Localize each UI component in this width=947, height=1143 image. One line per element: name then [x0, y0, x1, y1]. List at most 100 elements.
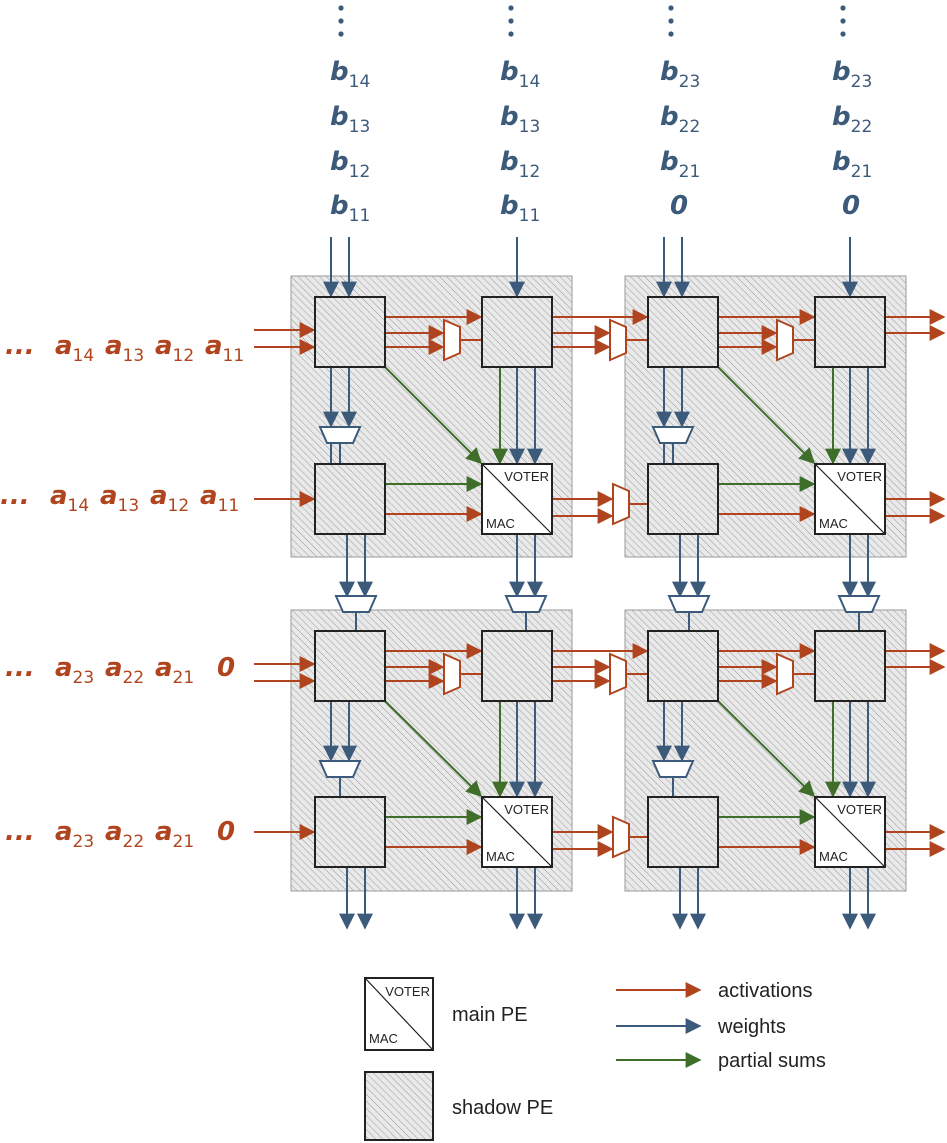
weight-tile-mux-3: [837, 595, 881, 613]
main-pe-3-3: VOTER MAC: [814, 796, 886, 868]
partial-sum-wires: [384, 366, 841, 825]
activation-label: 0: [217, 653, 235, 683]
weight-label: b14: [330, 57, 370, 92]
weight-label: 0: [670, 191, 688, 221]
top-weight-inputs: b14b13b12b11b14b13b12b11b23b22b210b23b22…: [330, 5, 872, 226]
weight-input-column-2: b23 b22 b21 0: [660, 5, 700, 221]
weight-mux-0-2: [318, 760, 362, 778]
shadow-pe-2-3: [814, 630, 886, 702]
act-mux-0-2: [776, 318, 794, 362]
legend-partial-sums-label: partial sums: [718, 1050, 826, 1072]
ps-diag-0-2: [717, 366, 816, 465]
legend-weights-label: weights: [717, 1016, 786, 1038]
ellipsis-dot: [508, 31, 514, 37]
activation-label: a14: [50, 481, 89, 516]
shadow-pe-0-0: [314, 296, 386, 368]
ps-diag-2-2: [717, 700, 816, 798]
activation-label: a23: [55, 817, 94, 852]
activation-label: a22: [105, 653, 144, 688]
activation-label: a21: [155, 817, 194, 852]
voter-label: VOTER: [504, 802, 549, 817]
activation-label: a14: [55, 331, 94, 366]
activation-label: 0: [217, 817, 235, 847]
weight-tile-mux-0: [334, 595, 378, 613]
ellipsis-dot: [668, 31, 674, 37]
activation-label: a21: [155, 653, 194, 688]
weight-tile-mux-2: [667, 595, 711, 613]
muxes: [318, 318, 881, 859]
weight-label: b21: [832, 147, 872, 182]
shadow-pe-box: [481, 296, 553, 368]
ellipsis-dot: [668, 5, 674, 11]
voter-label: VOTER: [837, 802, 882, 817]
activation-label: a12: [155, 331, 194, 366]
legend-shadow-pe-symbol: [364, 1071, 434, 1141]
weight-wires: [323, 237, 876, 930]
shadow-pe-2-1: [481, 630, 553, 702]
weight-label: b13: [500, 102, 540, 137]
shadow-pe-box: [814, 296, 886, 368]
ellipsis-dot: [840, 5, 846, 11]
main-pe-divider: [814, 463, 886, 535]
act-mux-2-2: [776, 652, 794, 696]
act-mux-2-0: [443, 652, 461, 696]
legend-voter-label: VOTER: [385, 984, 430, 999]
shadow-pe-box: [814, 630, 886, 702]
ellipsis-dot: [338, 5, 344, 11]
mac-label: MAC: [486, 516, 515, 531]
shadow-pe-box: [314, 463, 386, 535]
ellipsis: ...: [5, 653, 35, 683]
activation-label: a11: [200, 481, 239, 516]
weight-mux-2-0: [651, 426, 695, 444]
shadow-pe-box: [647, 296, 719, 368]
weight-label: b13: [330, 102, 370, 137]
ellipsis-dot: [668, 18, 674, 24]
shadow-pe-3-0: [314, 796, 386, 868]
act-mux-0-0: [443, 318, 461, 362]
main-pe-divider: [481, 796, 553, 868]
weight-label: b12: [500, 147, 540, 182]
shadow-pe-0-3: [814, 296, 886, 368]
activation-wires: [254, 309, 946, 857]
shadow-pe-2-0: [314, 630, 386, 702]
weight-label: b21: [660, 147, 700, 182]
act-tile-mux-1: [612, 482, 630, 526]
shadow-pe-3-2: [647, 796, 719, 868]
shadow-pe-0-2: [647, 296, 719, 368]
ellipsis-dot: [338, 18, 344, 24]
ellipsis: ...: [5, 817, 35, 847]
activation-label: a13: [100, 481, 139, 516]
weight-label: b23: [660, 57, 700, 92]
shadow-pe-box: [314, 296, 386, 368]
weight-tile-mux-1: [504, 595, 548, 613]
ellipsis: ...: [5, 331, 35, 361]
shadow-pe-1-0: [314, 463, 386, 535]
weight-label: b11: [500, 191, 540, 226]
weight-mux-2-2: [651, 760, 695, 778]
shadow-pe-1-2: [647, 463, 719, 535]
ellipsis-dot: [840, 18, 846, 24]
legend-main-pe-symbol: VOTER MAC: [364, 977, 434, 1051]
weight-label: b22: [660, 102, 700, 137]
legend-activations-label: activations: [718, 980, 813, 1002]
weight-label: 0: [842, 191, 860, 221]
shadow-pe-box: [314, 796, 386, 868]
mac-label: MAC: [819, 849, 848, 864]
weight-label: b22: [832, 102, 872, 137]
shadow-pe-box: [481, 630, 553, 702]
activation-label: a11: [205, 331, 244, 366]
act-mux-0-1: [609, 318, 627, 362]
ellipsis-dot: [338, 31, 344, 37]
act-tile-mux-3: [612, 815, 630, 859]
shadow-pe-box: [647, 463, 719, 535]
ps-diag-0-0: [384, 366, 483, 465]
